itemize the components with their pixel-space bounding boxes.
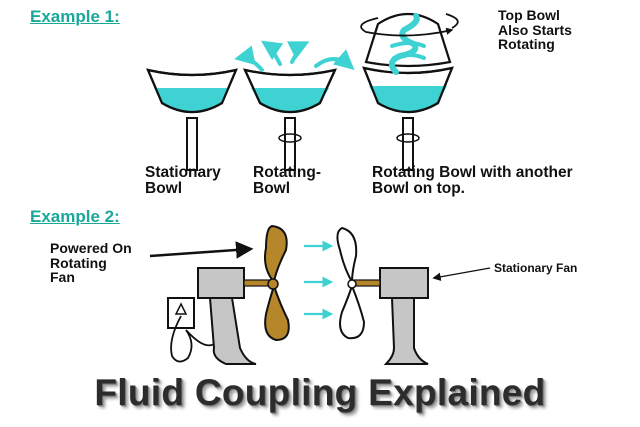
stationary-fan-label: Stationary Fan xyxy=(494,261,578,275)
rotation-arrow-icon xyxy=(396,133,420,143)
stationary-fan xyxy=(336,226,429,365)
top-bowl-note: Top Bowl Also Starts Rotating xyxy=(498,7,572,53)
caption-stationary-bowl: Stationary Bowl xyxy=(145,164,221,198)
stationary-bowl xyxy=(146,68,238,171)
pointer-arrow-icon xyxy=(432,267,491,281)
splash-arrows-icon xyxy=(234,40,355,72)
powered-fan-label: Powered On Rotating Fan xyxy=(50,240,132,286)
rotation-arrow-icon xyxy=(278,133,302,143)
airflow-arrows xyxy=(304,240,334,320)
fluid xyxy=(369,86,447,112)
rotating-bowl xyxy=(234,40,355,171)
fan-blade xyxy=(339,283,366,340)
example2-heading: Example 2: xyxy=(30,207,120,226)
pointer-arrow-icon xyxy=(149,241,254,259)
rotation-arrow-icon xyxy=(360,17,454,37)
example1-heading: Example 1: xyxy=(30,7,120,26)
fan-blade xyxy=(264,282,290,342)
caption-stacked-bowls: Rotating Bowl with another Bowl on top. xyxy=(372,164,573,198)
power-cord xyxy=(170,315,215,363)
powered-fan xyxy=(167,224,290,365)
page-title: Fluid Coupling Explained xyxy=(94,372,546,413)
rotation-arrow-icon xyxy=(445,13,459,29)
fan-blade xyxy=(336,226,358,286)
fan-blade xyxy=(264,224,288,285)
stacked-bowls xyxy=(360,13,459,171)
fluid xyxy=(154,88,230,112)
fluid xyxy=(251,88,329,112)
caption-rotating-bowl: Rotating- Bowl xyxy=(253,164,322,198)
